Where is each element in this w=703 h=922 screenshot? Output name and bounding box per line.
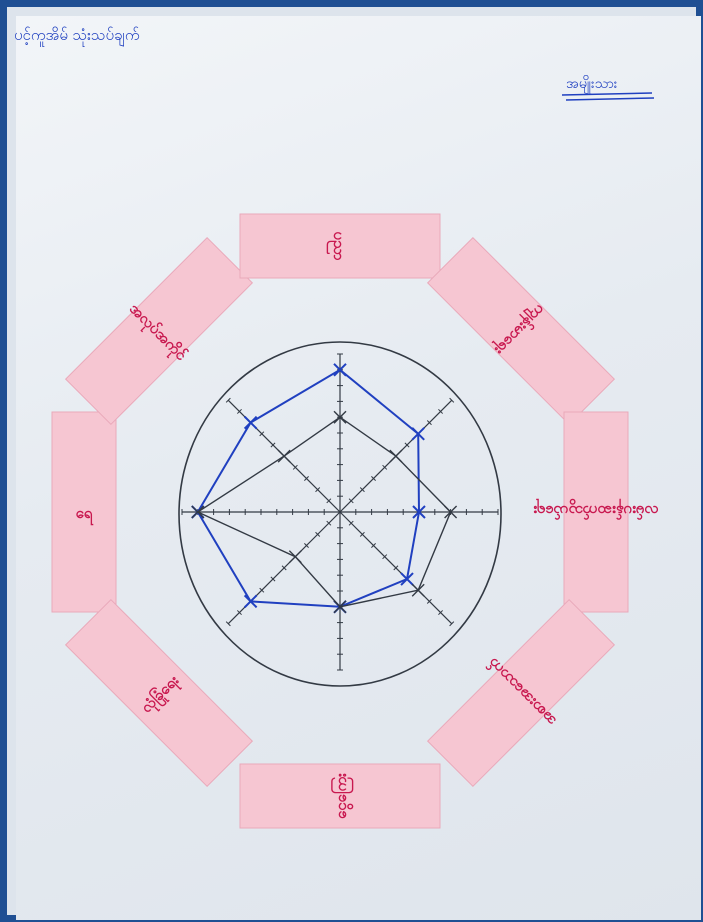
subtitle-underline	[562, 93, 652, 95]
category-note: အလုပ်အကိုင်	[62, 234, 256, 428]
web-series	[192, 364, 457, 613]
category-note: ပညာ	[240, 214, 440, 278]
chart-subtitle: အမျိုးသား	[566, 76, 618, 94]
category-notes: ရေအလုပ်အကိုင်ပညာကျန်းမာရေးလမ်းပန်းဆက်သွယ…	[52, 214, 659, 828]
subtitle-underline-2	[566, 98, 654, 100]
category-note: လုံခြုံရေး	[66, 600, 253, 787]
series-2-point	[412, 584, 424, 596]
category-note: လမ်းပန်းဆက်သွယ်ရေး	[533, 412, 659, 612]
series-2-point	[390, 450, 402, 462]
series-1-point	[245, 417, 257, 429]
category-note: ကျန်းမာရေး	[428, 238, 615, 425]
category-note: ရေ	[52, 412, 116, 612]
series-2-point	[278, 450, 290, 462]
chart-title: ပင့်ကူအိမ် သုံးသပ်ချက်	[14, 26, 140, 47]
series-2-point	[289, 551, 301, 563]
category-note: ငွေကြေး	[240, 764, 440, 828]
